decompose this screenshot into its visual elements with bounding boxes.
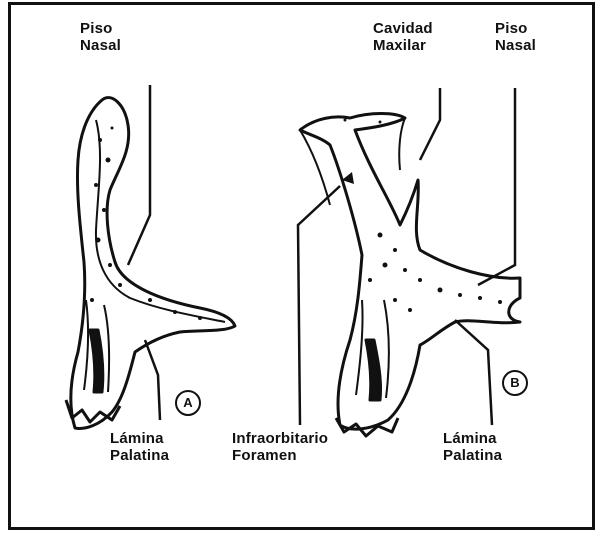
label-cavidad-line1: Cavidad [373, 20, 433, 37]
figure-b-nasal-wall [399, 118, 405, 170]
leader-foramen [298, 186, 340, 425]
label-piso-a-line1: Piso [80, 20, 112, 37]
label-infra-line1: Infraorbitario [232, 430, 328, 447]
label-lamina-b-line1: Lámina [443, 430, 497, 447]
figure-b-marker: B [502, 370, 528, 396]
figure-a-leaders [128, 85, 160, 420]
label-piso-b-line2: Nasal [495, 37, 536, 54]
label-infra-line2: Foramen [232, 447, 297, 464]
leader-cavidad [420, 88, 440, 160]
label-piso-b-line1: Piso [495, 20, 527, 37]
figure-b [300, 114, 520, 437]
leader-lamina-a [145, 340, 160, 420]
leader-piso-nasal-b [478, 88, 515, 285]
label-piso-a-line2: Nasal [80, 37, 121, 54]
label-lamina-a-line1: Lámina [110, 430, 164, 447]
label-cavidad-line2: Maxilar [373, 37, 426, 54]
figure-b-bone-outline [300, 114, 520, 430]
label-lamina-a-line2: Palatina [110, 447, 169, 464]
label-lamina-b-line2: Palatina [443, 447, 502, 464]
leader-lamina-b [455, 320, 492, 425]
figure-a-marker: A [175, 390, 201, 416]
leader-piso-nasal-a [128, 85, 150, 265]
